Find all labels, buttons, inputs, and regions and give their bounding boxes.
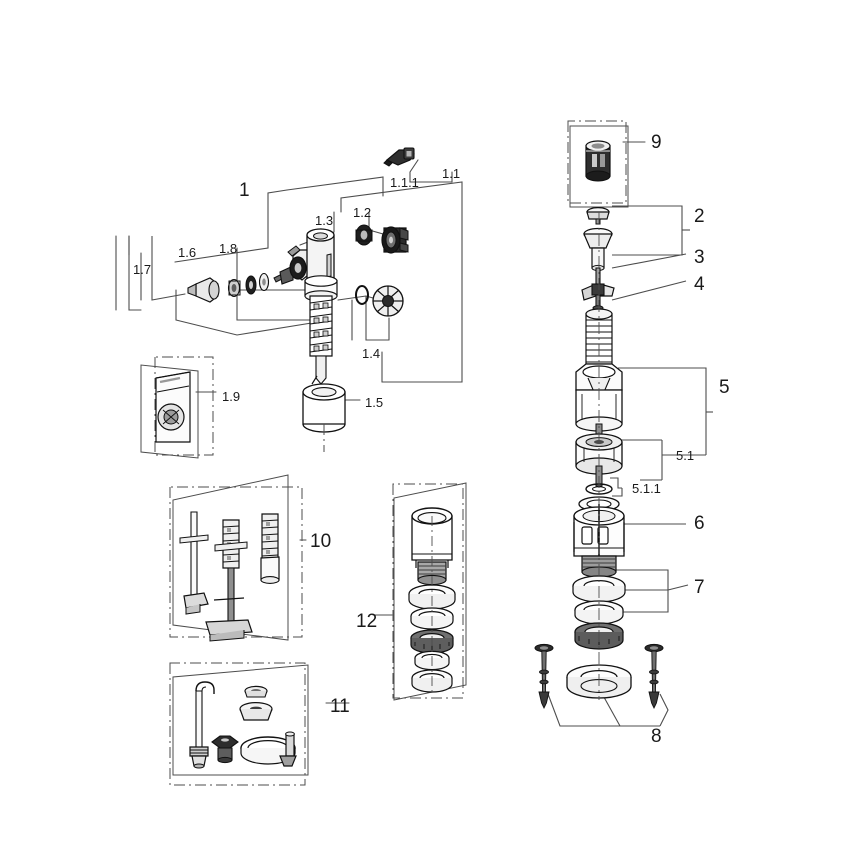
callout-7: 7 [694,577,705,598]
box-11-contents [189,681,297,769]
part-9-filter-cartridge [585,140,611,182]
flapper-seat [239,701,273,721]
callout-1-7: 1.7 [133,262,152,277]
leader-line-network [115,141,646,704]
callout-5-1: 5.1 [676,448,695,463]
callout-10: 10 [310,531,332,552]
callout-6: 6 [694,513,705,534]
part-5-1-diaphragm-cap [575,433,623,487]
callout-8: 8 [651,726,662,747]
callout-5: 5 [719,377,730,398]
anchor-ribbed-short [260,513,280,584]
part-1-3-seal-plug [355,224,373,246]
callout-11: 11 [330,696,350,717]
callout-1: 1 [239,180,250,201]
rubber-grommet [211,735,239,764]
part-1-2-cap-housing [381,226,409,254]
box-1-9-skew-frame [140,364,199,459]
overflow-tube [189,681,215,769]
part-1-7-nose-cone [187,277,220,303]
part-2-button-collar [583,227,613,272]
callout-1-2: 1.2 [353,205,372,220]
callout-2: 2 [694,206,705,227]
callout-1-8: 1.8 [219,241,238,256]
box-10-skew-frame [172,474,289,641]
float-stop-pin [279,731,297,767]
callout-1-1-1: 1.1.1 [390,175,419,190]
part-1-5-sleeve [302,383,346,452]
callout-4: 4 [694,274,705,295]
part-8-screw-right [644,643,664,709]
callout-1-3: 1.3 [315,213,334,228]
box-10-contents [179,511,280,642]
callout-1-5: 1.5 [365,395,384,410]
box-12-skew-frame [393,482,467,701]
part-1-4-oring-and-screen [355,285,404,317]
callout-9: 9 [651,132,662,153]
anchor-ribbed-long [205,519,253,642]
callout-1-1: 1.1 [442,166,461,181]
box-12-contents [408,507,456,693]
part-1-6-bushing [227,278,241,298]
callout-12: 12 [356,611,378,632]
box-9-skew-frame [569,125,629,208]
part-1-valve-body [279,228,338,392]
box-11-skew-frame [172,664,309,776]
callout-5-1-1: 5.1.1 [632,481,661,496]
callout-1-4: 1.4 [362,346,381,361]
part-4-float-clip [581,283,615,311]
group-1-dashdot-boundary [154,120,627,786]
part-1-1-1-lever-clip [383,147,415,167]
part-1-9-sealed-bag [155,371,191,443]
callout-3: 3 [694,247,705,268]
callout-1-6: 1.6 [178,245,197,260]
part-2-push-button [586,207,610,225]
bracket-lines-right [547,205,713,727]
anchor-plain [179,511,209,615]
small-washer [244,685,268,698]
callout-1-9: 1.9 [222,389,241,404]
part-8-screw-left [534,643,554,709]
